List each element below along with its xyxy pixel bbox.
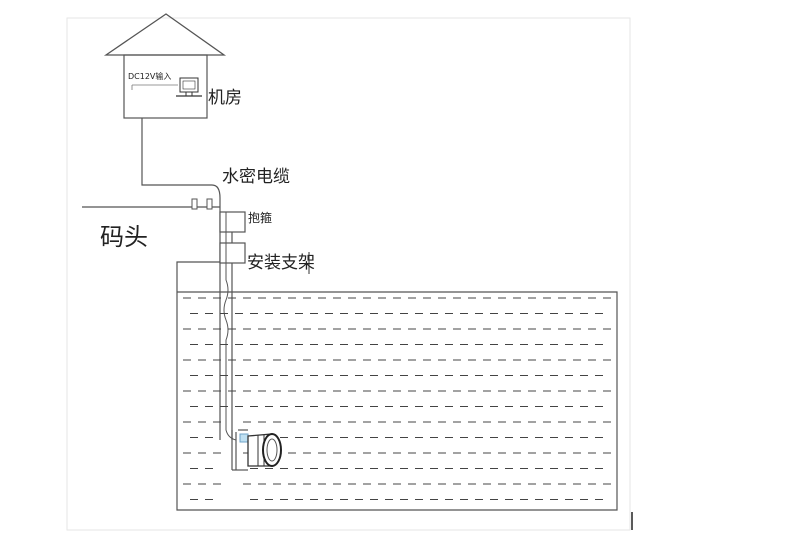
quay-wall bbox=[176, 261, 220, 292]
machine-room-label: 机房 bbox=[208, 88, 242, 108]
water-dashes bbox=[183, 297, 611, 500]
waterproof-cable-label: 水密电缆 bbox=[222, 167, 290, 187]
pole-base bbox=[231, 429, 248, 471]
house-roof bbox=[103, 13, 227, 56]
clamp-label: 抱箍 bbox=[248, 210, 272, 225]
diagram-frame bbox=[66, 17, 631, 531]
computer-icon bbox=[176, 77, 202, 97]
sensor-icon bbox=[239, 433, 282, 467]
machine-room-house: DC12V输入 bbox=[103, 13, 227, 119]
dock-label: 码头 bbox=[100, 223, 148, 251]
water-outline bbox=[176, 291, 618, 511]
dock-bollards bbox=[191, 198, 213, 210]
dc-input-label: DC12V输入 bbox=[128, 71, 171, 81]
house-body bbox=[123, 54, 208, 119]
cable-bend bbox=[211, 184, 221, 212]
mount-bracket-label: 安装支架 bbox=[247, 253, 315, 273]
bracket-block bbox=[219, 242, 246, 264]
clamp-block bbox=[219, 211, 246, 233]
cable-to-dock bbox=[141, 118, 212, 186]
